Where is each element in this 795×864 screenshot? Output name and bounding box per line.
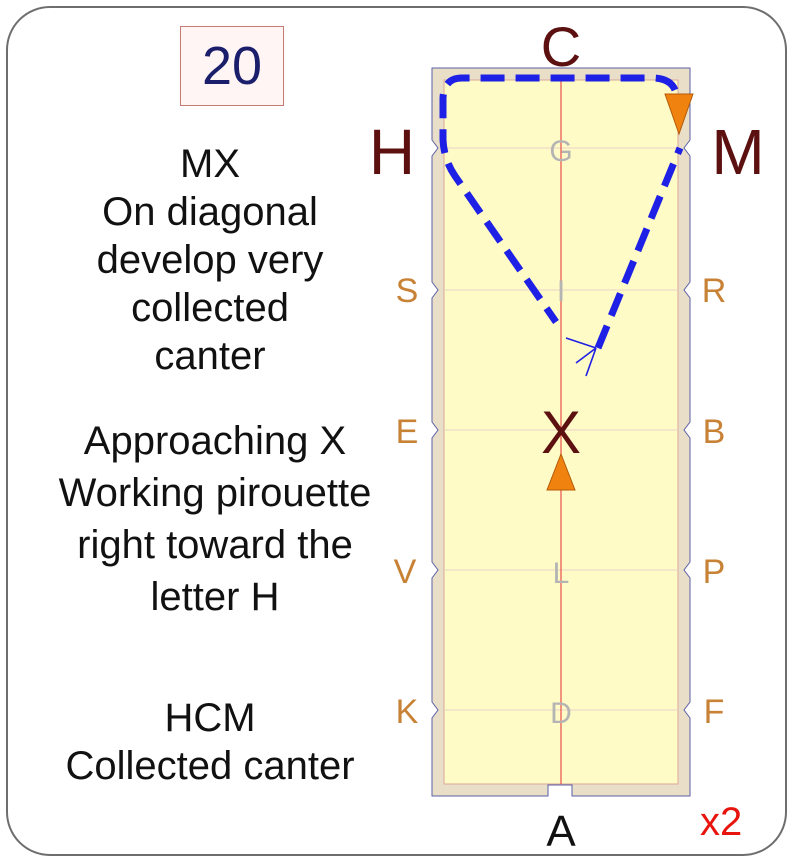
movement-number: 20	[201, 36, 263, 96]
repeat-label: x2	[700, 800, 743, 844]
arena-letter-r: R	[702, 272, 727, 310]
instruction-line: On diagonal	[102, 190, 318, 234]
arena-letter-p: P	[703, 553, 726, 591]
centerline-letter-d: D	[550, 697, 572, 730]
centerline-letter-l: L	[553, 557, 570, 590]
path-arrowhead	[565, 337, 597, 377]
instruction-line: collected	[131, 286, 289, 330]
instruction-line: right toward the	[77, 523, 353, 567]
instruction-line: Collected canter	[65, 744, 355, 788]
instruction-line: letter H	[150, 575, 280, 619]
instruction-line: canter	[154, 334, 266, 378]
instruction-block-2: Approaching X Working pirouette right to…	[20, 415, 410, 623]
centerline-letter-i: I	[557, 275, 565, 308]
instruction-line: develop very	[96, 238, 324, 282]
arena-letter-s: S	[396, 272, 419, 310]
movement-path	[439, 74, 684, 350]
instruction-line: Working pirouette	[58, 471, 372, 515]
instruction-block-1: MX On diagonal develop very collected ca…	[30, 140, 390, 380]
arena-letter-v: V	[394, 553, 417, 591]
arena-letter-h: H	[369, 116, 415, 188]
arena-letter-k: K	[396, 693, 419, 731]
instruction-line: HCM	[164, 696, 256, 740]
arena-letter-a: A	[546, 807, 576, 856]
instruction-line: MX	[180, 142, 240, 186]
centerline-letter-g: G	[549, 135, 572, 168]
instruction-block-3: HCM Collected canter	[30, 694, 390, 790]
arena-letter-e: E	[396, 413, 419, 451]
arena-letter-f: F	[704, 693, 725, 731]
arena-letter-b: B	[703, 413, 726, 451]
arena-letter-c: C	[541, 15, 581, 78]
start-marker-triangle	[664, 93, 694, 136]
movement-number-box: 20	[180, 26, 284, 106]
instruction-line: Approaching X	[83, 419, 347, 463]
arena-letter-m: M	[711, 116, 764, 188]
x-marker-triangle	[546, 452, 576, 491]
